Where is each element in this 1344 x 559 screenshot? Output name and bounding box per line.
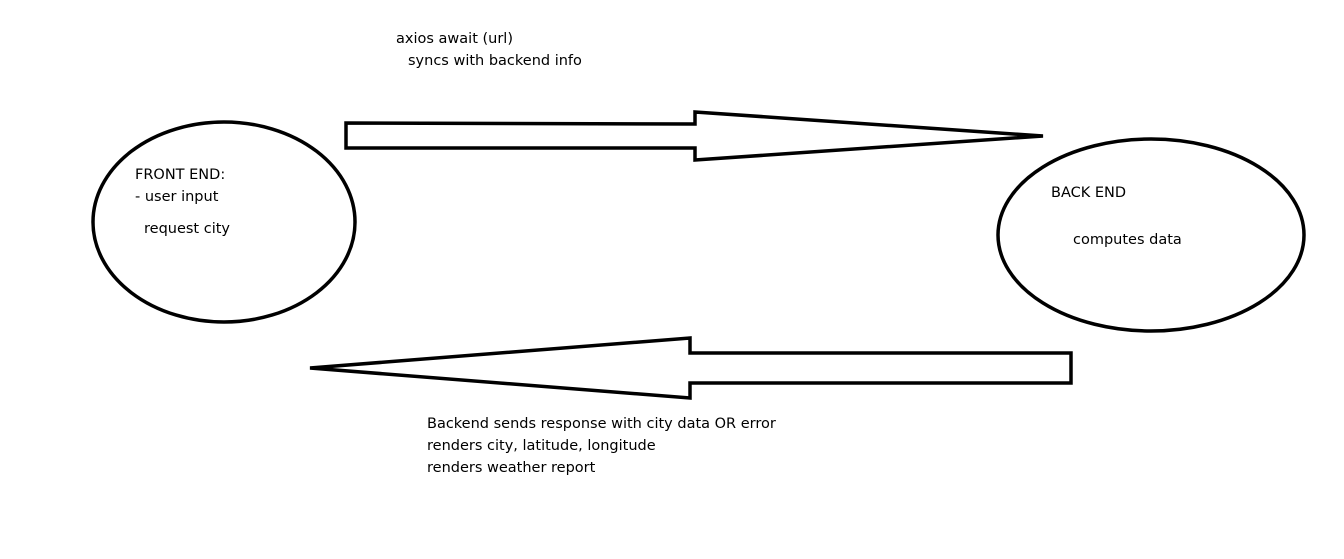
frontend-line2: request city [144,221,230,237]
response-label-line2: renders city, latitude, longitude [427,438,656,454]
response-label-line3: renders weather report [427,460,596,476]
request-arrow [344,110,1044,162]
backend-node [996,137,1306,333]
request-label-line1: axios await (url) [396,31,513,47]
request-label-line2: syncs with backend info [408,53,582,69]
backend-line1: computes data [1073,232,1182,248]
response-arrow [309,336,1073,400]
backend-title: BACK END [1051,185,1127,201]
frontend-title: FRONT END: [135,167,226,183]
frontend-line1: - user input [135,189,219,205]
response-label-line1: Backend sends response with city data OR… [427,416,776,432]
frontend-node [91,120,357,324]
